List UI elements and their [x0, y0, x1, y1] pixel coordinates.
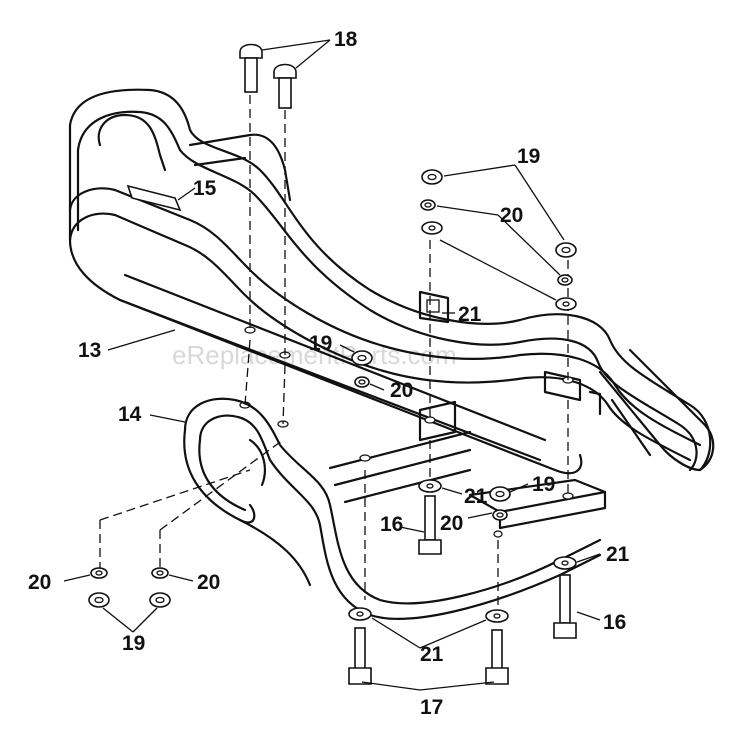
- carriage-bolt: [239, 43, 263, 93]
- hex-nut: [149, 592, 171, 608]
- flat-washer: [555, 297, 577, 311]
- hex-nut: [351, 350, 373, 366]
- callout-19-center: 19: [532, 473, 555, 496]
- flat-washer: [418, 479, 442, 493]
- callout-21-center: 21: [464, 485, 488, 508]
- hex-nut: [88, 592, 110, 608]
- callout-20-left-center: 20: [197, 571, 220, 594]
- callout-14: 14: [118, 403, 142, 426]
- callout-20-top: 20: [500, 204, 523, 227]
- callout-13: 13: [78, 339, 101, 362]
- hardware: [88, 43, 577, 685]
- lock-washer: [492, 509, 508, 521]
- callout-20-left: 20: [28, 571, 51, 594]
- callout-18: 18: [334, 28, 358, 51]
- hex-bolt: [418, 495, 442, 555]
- callout-17: 17: [420, 696, 443, 719]
- callout-20-center: 20: [440, 512, 463, 535]
- callout-21-bottom: 21: [420, 643, 444, 666]
- callout-16-center: 16: [380, 513, 403, 536]
- hex-bolt: [553, 574, 577, 639]
- lock-washer: [151, 567, 169, 579]
- callout-21-right: 21: [606, 543, 630, 566]
- callout-19-bottom-left: 19: [122, 632, 145, 655]
- leader-lines: [63, 39, 601, 691]
- carriage-bolt: [273, 63, 297, 109]
- flat-washer: [421, 221, 443, 235]
- callout-20-middle: 20: [390, 379, 413, 402]
- alignment-lines: [99, 95, 569, 610]
- decal-plate: [126, 184, 182, 212]
- callout-16-right: 16: [603, 611, 626, 634]
- lock-washer: [354, 376, 370, 388]
- callout-19-top: 19: [517, 145, 540, 168]
- hex-nut: [555, 242, 577, 258]
- hex-bolt: [485, 629, 509, 685]
- lock-washer: [557, 274, 573, 286]
- callout-21-top: 21: [458, 303, 482, 326]
- flat-washer: [348, 607, 372, 621]
- hex-nut: [421, 169, 443, 185]
- callout-15: 15: [193, 177, 217, 200]
- flat-washer: [485, 609, 509, 623]
- lower-frame: [183, 397, 607, 620]
- lock-washer: [420, 199, 436, 211]
- flat-washer: [553, 556, 577, 570]
- hex-bolt: [348, 627, 372, 685]
- callout-19-middle: 19: [309, 332, 332, 355]
- upper-frame: [68, 88, 715, 475]
- hex-nut: [489, 486, 511, 502]
- watermark: eReplacementParts.com: [172, 340, 457, 370]
- callout-labels: 18 15 13 14 19 20 21 19 20 21 19 16 20 2…: [28, 28, 630, 719]
- lock-washer: [90, 567, 108, 579]
